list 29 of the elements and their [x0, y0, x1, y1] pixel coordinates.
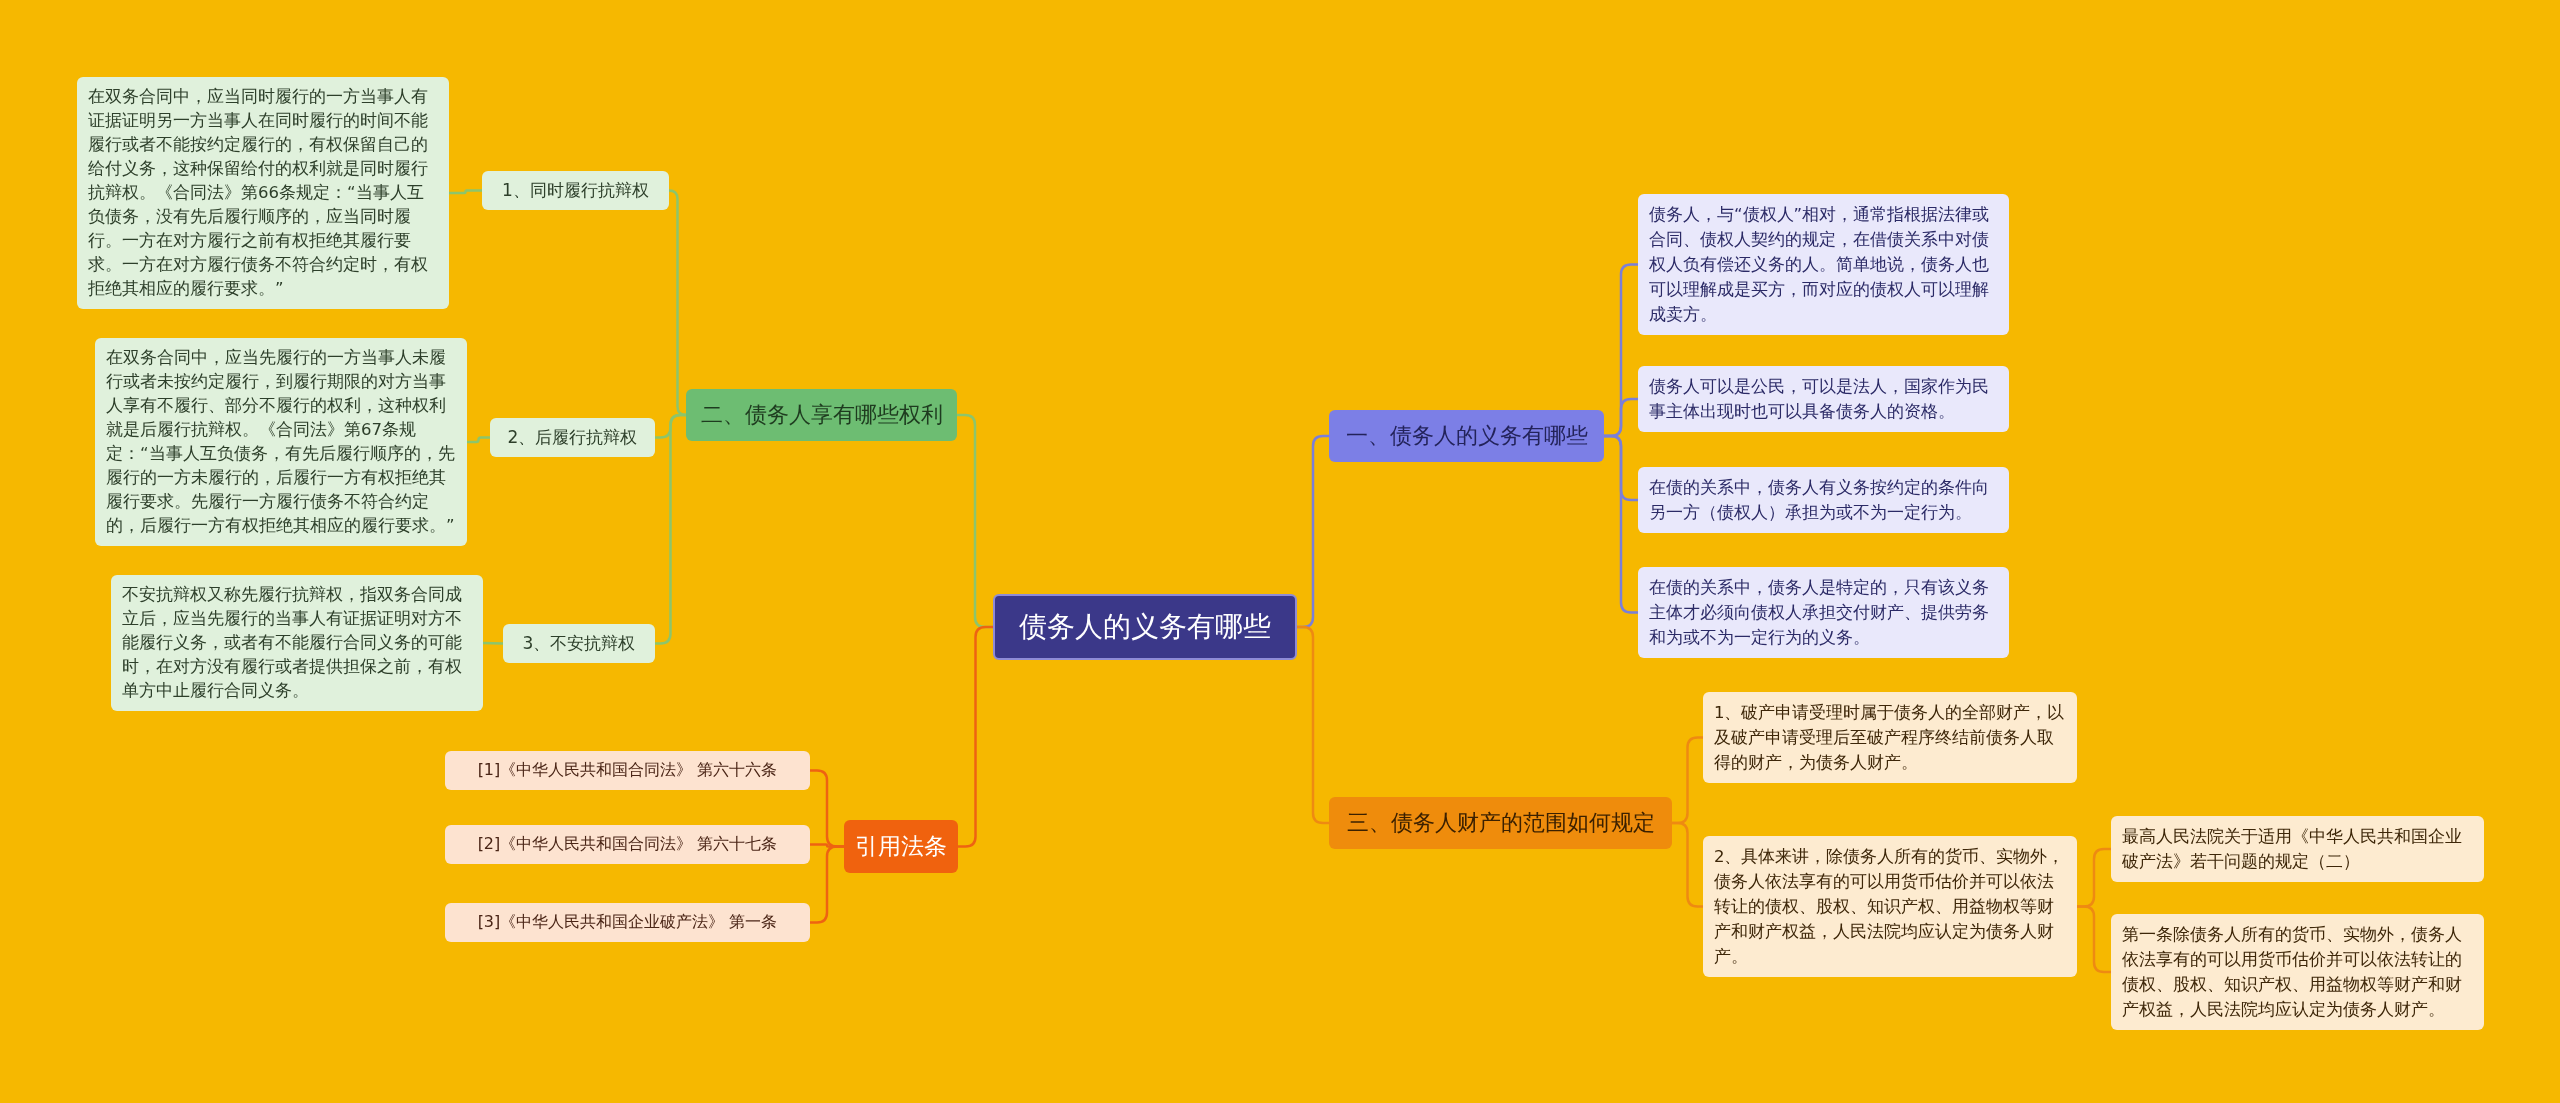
connector-line: [958, 625, 993, 848]
note-card: 不安抗辩权又称先履行抗辩权，指双务合同成立后，应当先履行的当事人有证据证明对方不能履行义务，或者有不能履行合同义务的可能时，在对方没有履行或者提供担保之前，有权单方中止履行合同义务。: [111, 575, 483, 711]
note-card: 在双务合同中，应当同时履行的一方当事人有证据证明另一方当事人在同时履行的时间不能履行或者不能按约定履行的，有权保留自己的给付义务，这种保留给付的权利就是同时履行抗辩权。《合同法》第66条规定：“当事人互负债务，没有先后履行顺序的，应当同时履行。一方在对方履行之前有权拒绝其履行要求。一方在对方履行债务不符合约定时，有权拒绝其相应的履行要求。”: [77, 77, 449, 309]
reference-box: [1]《中华人民共和国合同法》 第六十六条: [445, 751, 810, 790]
subtopic-box: 1、同时履行抗辩权: [482, 171, 669, 210]
connector-line: [449, 189, 482, 195]
note-card: 在双务合同中，应当先履行的一方当事人未履行或者未按约定履行，到履行期限的对方当事人享有不履行、部分不履行的权利，这种权利就是后履行抗辩权。《合同法》第67条规定：“当事人互负债务，有先后履行顺序的，先履行的一方未履行的，后履行一方有权拒绝其履行要求。先履行一方履行债务不符合约定的，后履行一方有权拒绝其相应的履行要求。”: [95, 338, 467, 546]
reference-box: [2]《中华人民共和国合同法》 第六十七条: [445, 825, 810, 864]
connector-line: [1297, 625, 1329, 825]
connector-line: [1672, 821, 1703, 908]
reference-box: [3]《中华人民共和国企业破产法》 第一条: [445, 903, 810, 942]
note-card: 1、破产申请受理时属于债务人的全部财产，以及破产申请受理后至破产程序终结前债务人取得的财产，为债务人财产。: [1703, 692, 2077, 783]
branch-topic: 三、债务人财产的范围如何规定: [1329, 797, 1672, 849]
note-card: 第一条除债务人所有的货币、实物外，债务人依法享有的可以用货币估价并可以依法转让的债权、股权、知识产权、用益物权等财产和财产权益，人民法院均应认定为债务人财产。: [2111, 914, 2484, 1030]
note-card: 在债的关系中，债务人是特定的，只有该义务主体才必须向债权人承担交付财产、提供劳务和为或不为一定行为的义务。: [1638, 567, 2009, 658]
subtopic-box: 2、后履行抗辩权: [490, 418, 655, 457]
subtopic-box: 3、不安抗辩权: [503, 624, 655, 663]
connector-line: [467, 436, 490, 444]
note-card: 最高人民法院关于适用《中华人民共和国企业破产法》若干问题的规定（二）: [2111, 816, 2484, 882]
branch-topic: 二、债务人享有哪些权利: [686, 389, 957, 441]
note-card: 债务人，与“债权人”相对，通常指根据法律或合同、债权人契约的规定，在借债关系中对债权人负有偿还义务的人。简单地说，债务人也可以理解成是买方，而对应的债权人可以理解成卖方。: [1638, 194, 2009, 335]
connector-line: [482, 641, 504, 645]
branch-topic: 引用法条: [844, 820, 958, 873]
note-card: 2、具体来讲，除债务人所有的货币、实物外，债务人依法享有的可以用货币估价并可以依法转让的债权、股权、知识产权、用益物权等财产和财产权益，人民法院均应认定为债务人财产。: [1703, 836, 2077, 977]
connector-line: [2077, 905, 2111, 974]
branch-topic: 一、债务人的义务有哪些: [1329, 410, 1604, 462]
note-card: 债务人可以是公民，可以是法人，国家作为民事主体出现时也可以具备债务人的资格。: [1638, 366, 2009, 432]
central-topic: 债务人的义务有哪些: [993, 594, 1297, 660]
note-card: 在债的关系中，债务人有义务按约定的条件向另一方（债权人）承担为或不为一定行为。: [1638, 467, 2009, 533]
